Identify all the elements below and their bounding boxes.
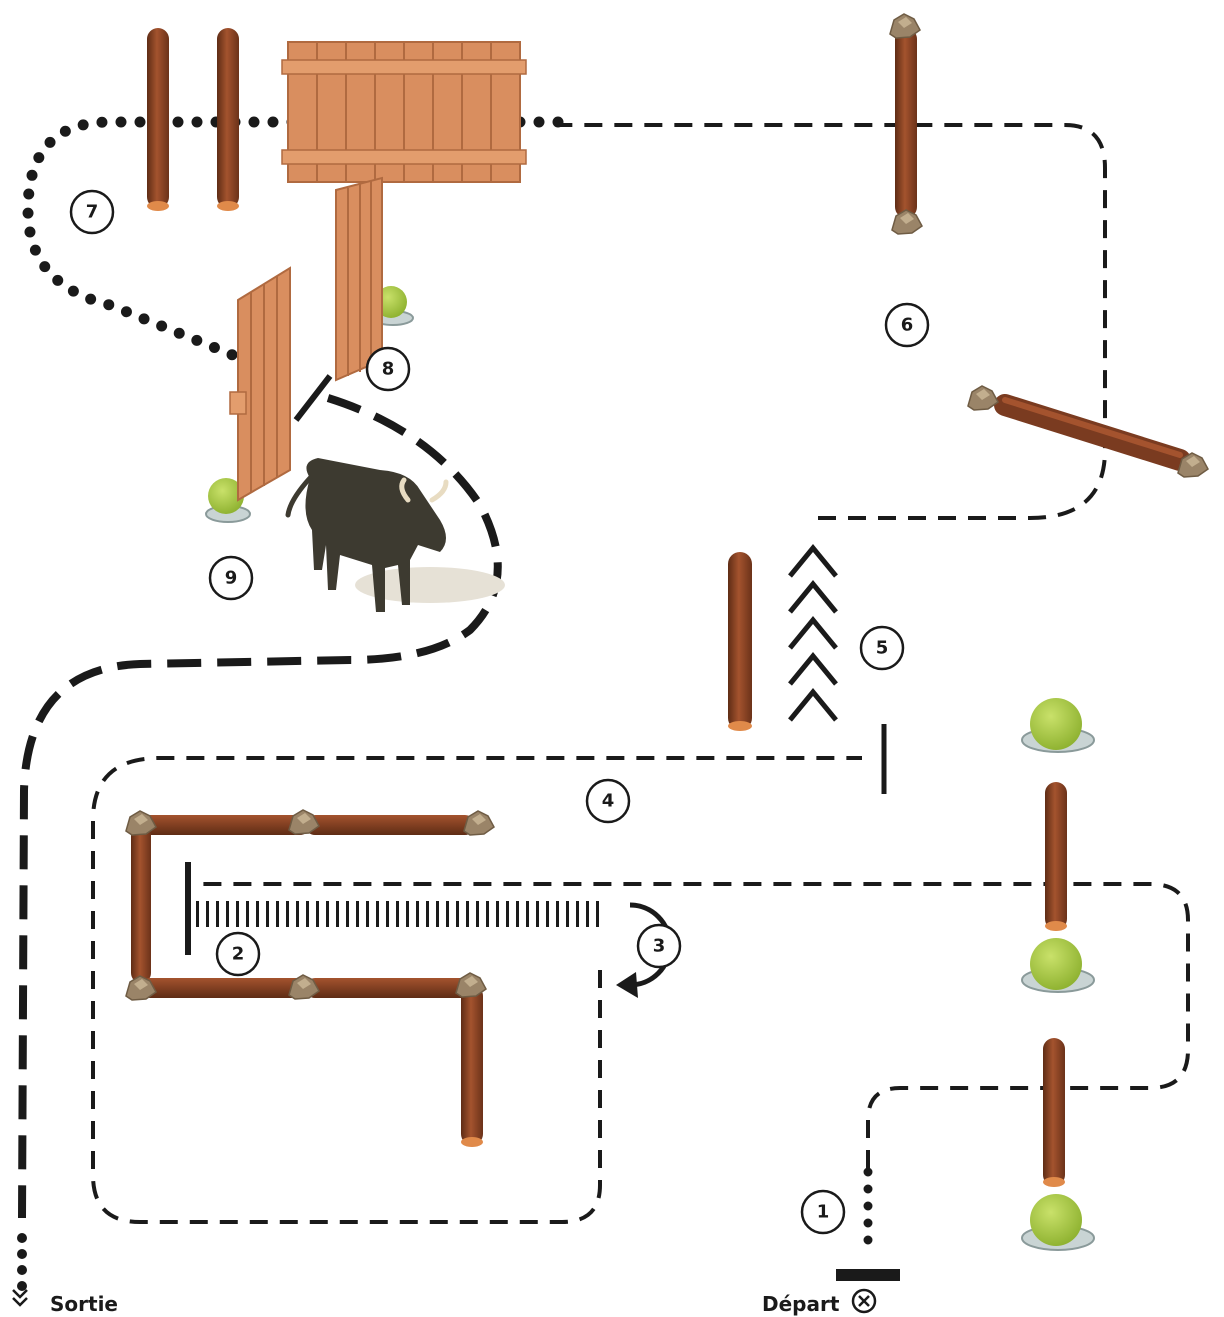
station-number: 3	[653, 936, 666, 957]
station-marker-6: 6	[884, 302, 930, 348]
fence-panel	[229, 266, 291, 502]
start-label: Départ	[762, 1292, 840, 1316]
log	[147, 28, 169, 211]
station-markers: 1 2 3 4 5 6 7 8	[69, 189, 930, 1235]
station-number: 2	[232, 944, 245, 965]
gate-bar-8	[293, 374, 333, 422]
rock	[891, 209, 923, 235]
station-marker-5: 5	[859, 625, 905, 671]
station-marker-7: 7	[69, 189, 115, 235]
log	[889, 13, 923, 235]
station-marker-3: 3	[636, 923, 682, 969]
rock	[967, 385, 999, 411]
course-path	[17, 116, 1190, 1300]
ball-marker	[1021, 698, 1095, 753]
chevrons-5	[788, 544, 838, 722]
station-marker-1: 1	[800, 1189, 846, 1235]
rock	[463, 810, 495, 836]
log	[967, 385, 1209, 478]
ball-marker	[205, 478, 251, 523]
station-marker-2: 2	[215, 931, 261, 977]
fences	[229, 41, 527, 502]
start-label-group: Départ	[762, 1288, 877, 1316]
log	[125, 809, 495, 1147]
ball-marker	[1021, 938, 1095, 993]
station-number: 1	[817, 1202, 830, 1223]
fence-panel	[281, 41, 527, 183]
station-marker-8: 8	[365, 346, 411, 392]
ball-marker	[1021, 1194, 1095, 1251]
exit-label-group: Sortie	[12, 1289, 118, 1316]
station-number: 9	[225, 568, 238, 589]
log	[217, 28, 239, 211]
bull-illustration	[285, 458, 505, 612]
path-segment-start	[200, 882, 1190, 1168]
station-number: 7	[86, 202, 99, 223]
fence-panel	[335, 176, 383, 382]
station-number: 5	[876, 638, 889, 659]
path-segment-9	[18, 394, 502, 1219]
path-segment-3-4	[91, 756, 862, 1224]
rotation-arrowhead-3	[616, 972, 638, 998]
station-marker-9: 9	[208, 555, 254, 601]
logs	[125, 13, 1209, 1187]
station-number: 4	[602, 791, 615, 812]
exit-label: Sortie	[50, 1292, 118, 1316]
station-number: 6	[901, 315, 914, 336]
circled-x-icon	[851, 1288, 877, 1314]
double-chevron-down-icon	[12, 1289, 28, 1307]
station-marker-4: 4	[585, 778, 631, 824]
station-number: 8	[382, 359, 395, 380]
balls	[205, 286, 1095, 1251]
path-segment-5-6	[560, 123, 1107, 520]
log	[1045, 782, 1067, 931]
log	[1043, 1038, 1065, 1187]
log	[728, 552, 752, 731]
path-segment-7	[22, 116, 564, 366]
